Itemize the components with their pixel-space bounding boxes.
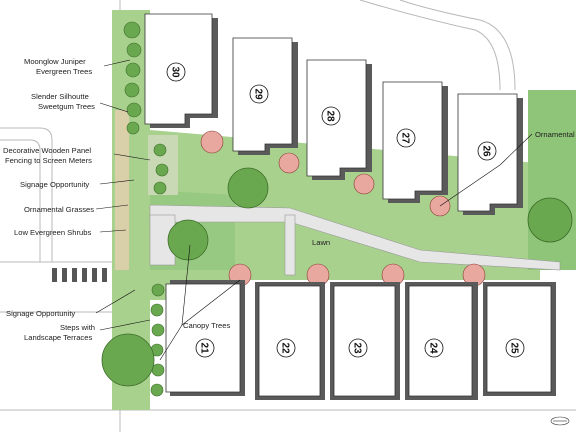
unit-27-marker: 27 xyxy=(396,128,416,148)
unit-21-number: 21 xyxy=(199,342,210,354)
canopy-trees xyxy=(101,167,573,387)
unit-24-marker: 24 xyxy=(424,338,444,358)
label-fence-line1: Decorative Wooden Panel xyxy=(3,146,91,155)
unit-21-marker: 21 xyxy=(195,338,215,358)
ornamental-trees xyxy=(200,130,486,287)
label-steps-line1: Steps with xyxy=(60,323,95,332)
unit-22-number: 22 xyxy=(280,342,291,354)
unit-26-marker: 26 xyxy=(477,141,497,161)
label-steps-line2: Landscape Terraces xyxy=(24,333,92,342)
label-lawn: Lawn xyxy=(312,238,330,247)
leader-lines xyxy=(95,59,533,361)
crosswalk xyxy=(52,268,107,282)
label-signage-bottom: Signage Opportunity xyxy=(6,309,75,318)
label-moonglow-line1: Moonglow Juniper xyxy=(24,57,86,66)
unit-30-number: 30 xyxy=(170,66,181,78)
unit-28-marker: 28 xyxy=(321,106,341,126)
unit-markers: 30 29 28 27 26 21 22 23 xyxy=(166,62,525,358)
annotations: Moonglow Juniper Evergreen Trees Slender… xyxy=(3,57,575,342)
label-grasses: Ornamental Grasses xyxy=(24,205,94,214)
label-sweetgum-line1: Slender Silhoutte xyxy=(31,92,89,101)
label-moonglow-line2: Evergreen Trees xyxy=(36,67,92,76)
unit-25-number: 25 xyxy=(509,342,520,354)
label-fence-line2: Fencing to Screen Meters xyxy=(5,156,92,165)
label-sweetgum-line2: Sweetgum Trees xyxy=(38,102,95,111)
label-shrubs: Low Evergreen Shrubs xyxy=(14,228,91,237)
north-arrow-icon xyxy=(550,416,570,426)
tree-group-left-column xyxy=(123,21,169,397)
label-canopy-trees: Canopy Trees xyxy=(183,321,230,330)
unit-30-marker: 30 xyxy=(166,62,186,82)
unit-23-number: 23 xyxy=(352,342,363,354)
unit-23-marker: 23 xyxy=(348,338,368,358)
unit-29-marker: 29 xyxy=(249,84,269,104)
unit-27-number: 27 xyxy=(400,132,411,144)
label-signage-top: Signage Opportunity xyxy=(20,180,89,189)
unit-28-number: 28 xyxy=(325,110,336,122)
unit-26-number: 26 xyxy=(481,145,492,157)
unit-25-marker: 25 xyxy=(505,338,525,358)
label-ornamental: Ornamental xyxy=(535,130,575,139)
unit-29-number: 29 xyxy=(253,88,264,100)
unit-24-number: 24 xyxy=(428,342,439,354)
unit-22-marker: 22 xyxy=(276,338,296,358)
